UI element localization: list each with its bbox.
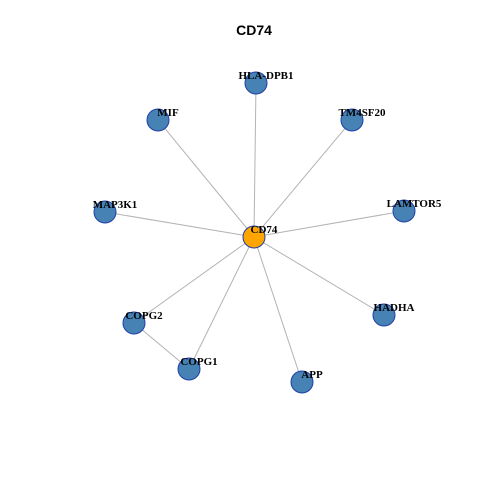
node-label-hadha: HADHA <box>374 302 415 314</box>
edges-layer <box>104 82 405 383</box>
node-hla-dpb1 <box>244 71 268 95</box>
node-label-copg1: COPG1 <box>180 356 217 368</box>
node-app <box>290 370 314 394</box>
node-tm4sf20 <box>340 108 364 132</box>
edge-cd74-copg2 <box>133 236 255 324</box>
node-label-cd74: CD74 <box>251 224 278 236</box>
edge-cd74-app <box>253 236 303 383</box>
edge-cd74-copg1 <box>188 236 255 370</box>
node-label-app: APP <box>301 369 323 381</box>
node-copg1 <box>177 357 201 381</box>
node-label-mif: MIF <box>157 107 179 119</box>
edge-cd74-hla-dpb1 <box>253 82 257 238</box>
edge-cd74-tm4sf20 <box>253 119 353 238</box>
edge-cd74-map3k1 <box>104 211 255 238</box>
node-label-map3k1: MAP3K1 <box>93 199 138 211</box>
edge-cd74-hadha <box>253 236 385 316</box>
node-map3k1 <box>93 200 117 224</box>
node-label-hla-dpb1: HLA-DPB1 <box>239 70 294 82</box>
edge-copg2-copg1 <box>133 322 190 370</box>
node-label-lamtor5: LAMTOR5 <box>387 198 442 210</box>
diagram-title: CD74 <box>236 22 272 38</box>
node-label-tm4sf20: TM4SF20 <box>338 107 386 119</box>
node-label-copg2: COPG2 <box>125 310 163 322</box>
node-mif <box>146 108 170 132</box>
node-copg2 <box>122 311 146 335</box>
node-cd74 <box>242 225 266 249</box>
node-hadha <box>372 303 396 327</box>
edge-cd74-lamtor5 <box>253 210 405 238</box>
node-lamtor5 <box>392 199 416 223</box>
edge-cd74-mif <box>157 119 255 238</box>
